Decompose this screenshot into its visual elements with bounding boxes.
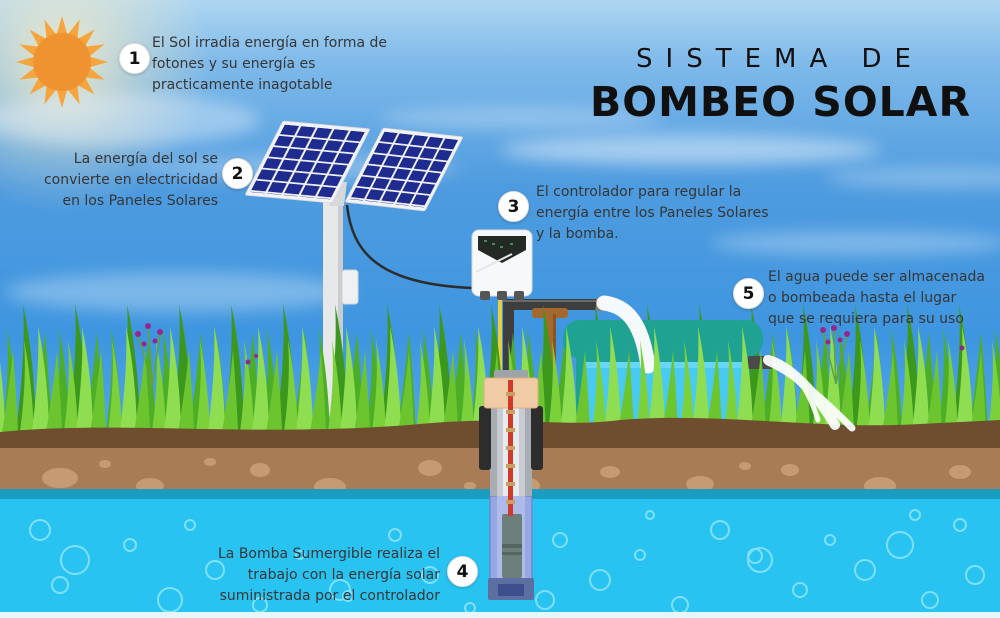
title-line-1: SISTEMA DE xyxy=(636,44,924,74)
step-text-line: fotones y su energía es xyxy=(152,56,316,72)
step-text-line: La Bomba Sumergible realiza el xyxy=(218,546,440,562)
step-3-badge: 3 xyxy=(498,191,529,222)
step-text-line: o bombeada hasta el lugar xyxy=(768,290,957,306)
step-1-annotation: El Sol irradia energía en forma de foton… xyxy=(152,33,387,96)
pump-cable xyxy=(506,380,515,516)
controller-display xyxy=(478,236,526,263)
step-5-annotation: El agua puede ser almacenada o bombeada … xyxy=(768,267,985,330)
step-text-line: energía entre los Paneles Solares xyxy=(536,205,769,221)
step-1-badge: 1 xyxy=(119,43,150,74)
step-4-badge: 4 xyxy=(447,556,478,587)
title-line-2: BOMBEO SOLAR xyxy=(590,78,972,126)
outflow-stream xyxy=(763,355,856,432)
step-4-annotation: La Bomba Sumergible realiza el trabajo c… xyxy=(195,544,440,607)
step-5-badge: 5 xyxy=(733,278,764,309)
step-text-line: El controlador para regular la xyxy=(536,184,742,200)
step-text-line: La energía del sol se xyxy=(73,151,218,167)
controller-icon xyxy=(471,229,533,300)
step-text-line: y la bomba. xyxy=(536,226,619,242)
step-text-line: suministrada por el controlador xyxy=(219,588,440,604)
solar-panel-right xyxy=(345,127,463,212)
step-text-line: que se requiera para su uso xyxy=(768,311,964,327)
submersible-pump-illustration xyxy=(479,370,543,600)
step-text-line: trabajo con la energía solar xyxy=(247,567,440,583)
panel-wire xyxy=(345,204,473,290)
step-2-badge: 2 xyxy=(222,158,253,189)
flowers xyxy=(135,323,965,391)
step-text-line: practicamente inagotable xyxy=(152,77,333,93)
sun-icon xyxy=(16,16,108,108)
step-text-line: El Sol irradia energía en forma de xyxy=(152,35,388,51)
step-text-line: convierte en electricidad xyxy=(43,172,218,188)
step-text-line: en los Paneles Solares xyxy=(62,193,218,209)
bubbles xyxy=(29,509,985,614)
step-2-annotation: La energía del sol se convierte en elect… xyxy=(18,149,218,212)
step-3-annotation: El controlador para regular la energía e… xyxy=(536,182,769,245)
step-text-line: El agua puede ser almacenada xyxy=(768,269,985,285)
main-title: SISTEMA DE BOMBEO SOLAR xyxy=(590,44,970,126)
solar-panel-left xyxy=(245,120,370,204)
